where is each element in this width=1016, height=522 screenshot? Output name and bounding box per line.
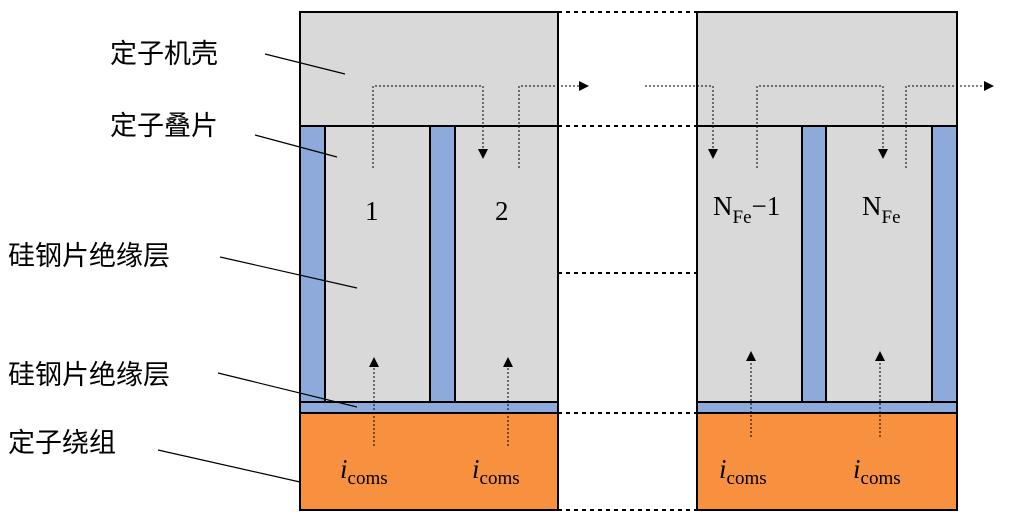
label-housing: 定子机壳	[110, 39, 218, 70]
leader-lines	[157, 53, 358, 483]
insulation-right-mid	[801, 125, 827, 403]
lamination-number-nfe-minus-1: NFe−1	[713, 191, 780, 228]
lamination-number-2: 2	[495, 196, 509, 226]
insulation-left-bottom	[299, 401, 559, 414]
lamination-2	[454, 125, 559, 403]
lamination-nfe	[825, 125, 933, 403]
insulation-left-mid	[429, 125, 456, 403]
label-insulation-1: 硅钢片绝缘层	[8, 241, 170, 272]
current-label-1: icoms	[340, 454, 388, 489]
lamination-nfe-minus-1	[696, 125, 803, 403]
lamination-number-nfe: NFe	[862, 191, 901, 228]
insulation-right-bottom	[696, 401, 958, 414]
housing-right	[696, 11, 958, 127]
winding-left	[299, 412, 559, 511]
lamination-number-1: 1	[365, 196, 379, 226]
flux-paths	[372, 81, 994, 168]
current-label-3: icoms	[719, 454, 767, 489]
housing-left	[299, 11, 559, 127]
current-label-4: icoms	[853, 454, 901, 489]
current-arrows	[369, 351, 885, 446]
insulation-left-outer	[299, 125, 326, 403]
current-label-2: icoms	[472, 454, 520, 489]
label-insulation-2: 硅钢片绝缘层	[8, 360, 170, 391]
gap-dashed-lines	[558, 11, 697, 511]
lamination-1	[324, 125, 431, 403]
winding-right	[696, 412, 958, 511]
label-winding: 定子绕组	[8, 428, 116, 459]
label-lamination: 定子叠片	[110, 111, 218, 142]
insulation-right-outer	[931, 125, 958, 403]
